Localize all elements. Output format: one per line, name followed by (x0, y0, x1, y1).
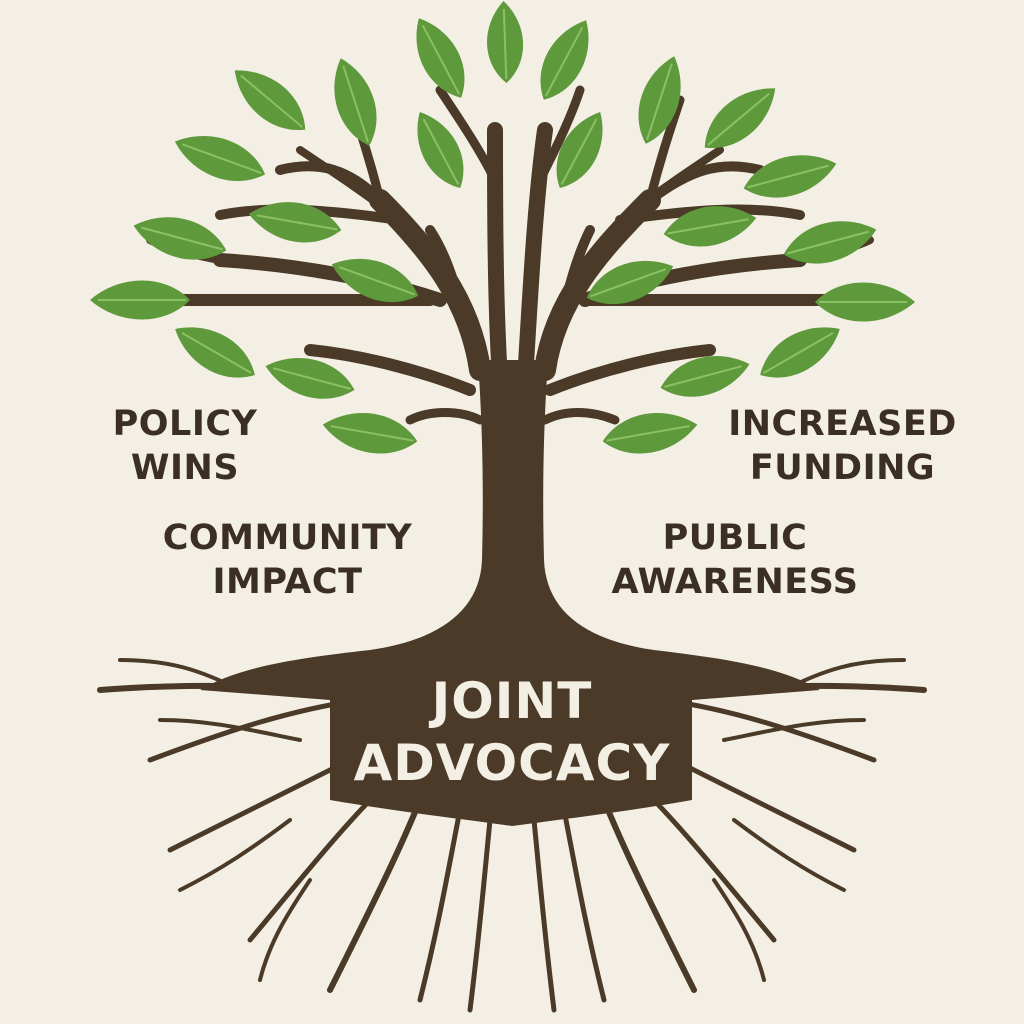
outcome-line: INCREASED (728, 404, 957, 444)
leaf-icon (248, 202, 342, 243)
root (467, 817, 493, 1013)
leaf-vein (182, 143, 262, 174)
leaf-vein (342, 65, 369, 143)
leaf-vein (590, 268, 667, 298)
leaf-icon (90, 280, 190, 320)
outcome-label-community-impact: COMMUNITY IMPACT (145, 516, 430, 604)
branch (425, 225, 475, 355)
leaf-icon (540, 20, 589, 100)
root (417, 807, 463, 1003)
leaf-icon (322, 413, 418, 454)
root (531, 817, 557, 1013)
outcome-line: COMMUNITY (162, 518, 413, 558)
root (732, 818, 846, 892)
branch (487, 122, 508, 388)
leaf-icon (660, 356, 750, 397)
branch (544, 344, 716, 396)
root (561, 807, 607, 1003)
root (712, 878, 766, 982)
leaf-icon (331, 258, 419, 303)
leaf-icon (815, 282, 915, 322)
leaf-vein (664, 365, 742, 388)
leaf-icon (334, 58, 377, 146)
leaf-icon (234, 70, 306, 131)
outcome-label-increased-funding: INCREASED FUNDING (715, 402, 970, 490)
root (327, 797, 423, 993)
root-label-joint-advocacy: JOINT ADVOCACY (332, 670, 692, 794)
leaf-icon (556, 112, 603, 188)
outcome-line: POLICY (112, 404, 258, 444)
branch (517, 122, 553, 388)
leaf-icon (743, 155, 837, 198)
leaf-vein (747, 164, 829, 189)
tree-leaves (90, 1, 915, 454)
leaf-vein (240, 74, 303, 128)
root-line: JOINT (431, 672, 593, 730)
outcome-label-public-awareness: PUBLIC AWARENESS (595, 516, 875, 604)
leaf-vein (606, 425, 690, 442)
leaf-vein (646, 63, 673, 141)
root (671, 757, 857, 853)
leaf-vein (256, 214, 338, 231)
root (722, 718, 866, 742)
tree-roots (97, 658, 927, 1013)
leaf-vein (421, 24, 461, 95)
leaf-icon (265, 358, 355, 399)
branch (405, 408, 485, 425)
branch (540, 408, 620, 425)
branch (645, 95, 685, 205)
leaf-icon (586, 260, 674, 305)
leaf-icon (175, 327, 255, 378)
leaf-vein (763, 332, 834, 374)
leaf-icon (416, 18, 465, 98)
leaf-vein (338, 266, 415, 296)
leaf-icon (417, 112, 464, 188)
root (178, 818, 292, 892)
outcome-line: PUBLIC (662, 518, 808, 558)
tree-trunk (200, 360, 820, 826)
branch (435, 85, 500, 185)
branch (535, 85, 585, 185)
outcome-line: FUNDING (749, 448, 936, 488)
root (158, 718, 302, 742)
root (167, 757, 353, 853)
root-line: ADVOCACY (353, 734, 671, 792)
leaf-vein (787, 230, 869, 255)
leaf-vein (560, 118, 598, 185)
leaf-icon (783, 221, 877, 264)
leaf-vein (707, 92, 770, 146)
outcome-line: IMPACT (212, 562, 363, 602)
leaf-vein (330, 425, 414, 442)
root (601, 797, 697, 993)
leaf-icon (602, 413, 698, 454)
leaf-icon (663, 206, 757, 247)
branch (296, 146, 404, 224)
leaf-icon (174, 135, 266, 182)
leaf-icon (704, 88, 776, 149)
branch (616, 146, 724, 224)
root (641, 787, 777, 943)
root (247, 787, 383, 943)
leaf-vein (502, 8, 508, 80)
outcome-line: AWARENESS (611, 562, 859, 602)
root (258, 878, 312, 982)
leaf-vein (422, 118, 460, 185)
leaf-icon (133, 217, 227, 260)
leaf-icon (487, 1, 524, 83)
outcome-label-policy-wins: POLICY WINS (100, 402, 270, 490)
leaf-icon (638, 56, 681, 144)
leaf-vein (544, 26, 584, 97)
leaf-vein (667, 218, 749, 235)
branch (550, 225, 595, 355)
outcome-line: WINS (130, 448, 240, 488)
leaf-icon (760, 327, 840, 378)
leaf-vein (181, 332, 252, 374)
branch (304, 344, 476, 396)
leaf-vein (141, 226, 223, 251)
leaf-vein (273, 367, 351, 390)
